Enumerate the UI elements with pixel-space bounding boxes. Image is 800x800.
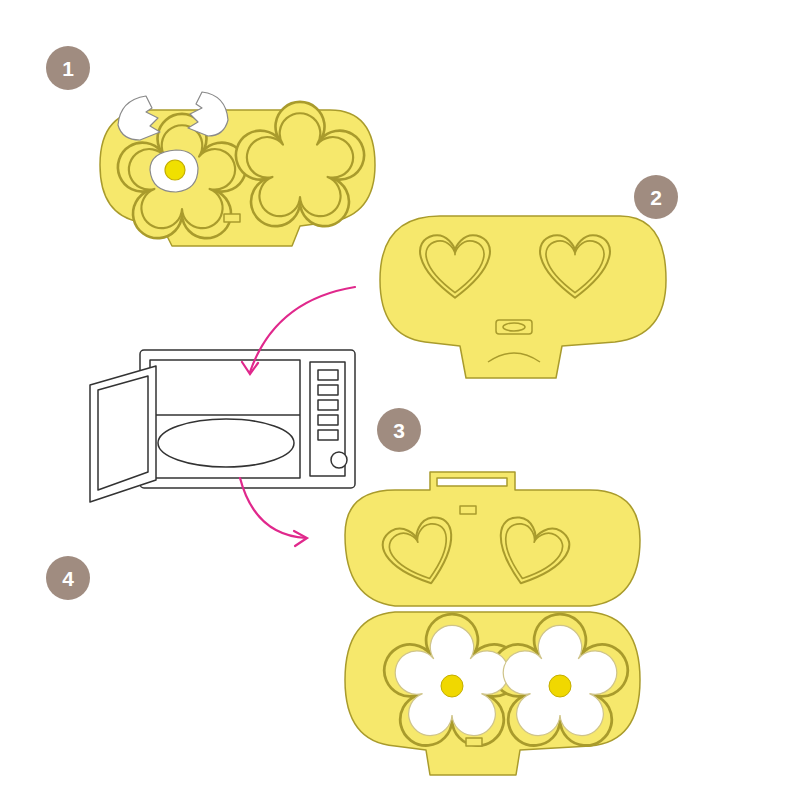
mold-tray (345, 472, 640, 606)
step-number: 1 (62, 58, 74, 79)
microwave-oven (90, 350, 355, 502)
fried-egg (395, 625, 617, 735)
mold-tray (380, 216, 666, 378)
process-arrow (240, 287, 355, 546)
cracking-egg (118, 92, 228, 192)
step-number: 3 (393, 420, 405, 441)
mold-tray (345, 612, 640, 775)
step-number: 4 (62, 568, 74, 589)
callout-number: 3 (377, 408, 421, 452)
callout-number: 1 (46, 46, 90, 90)
callout-number: 2 (634, 175, 678, 219)
callout-number: 4 (46, 556, 90, 600)
step-number: 2 (650, 187, 662, 208)
